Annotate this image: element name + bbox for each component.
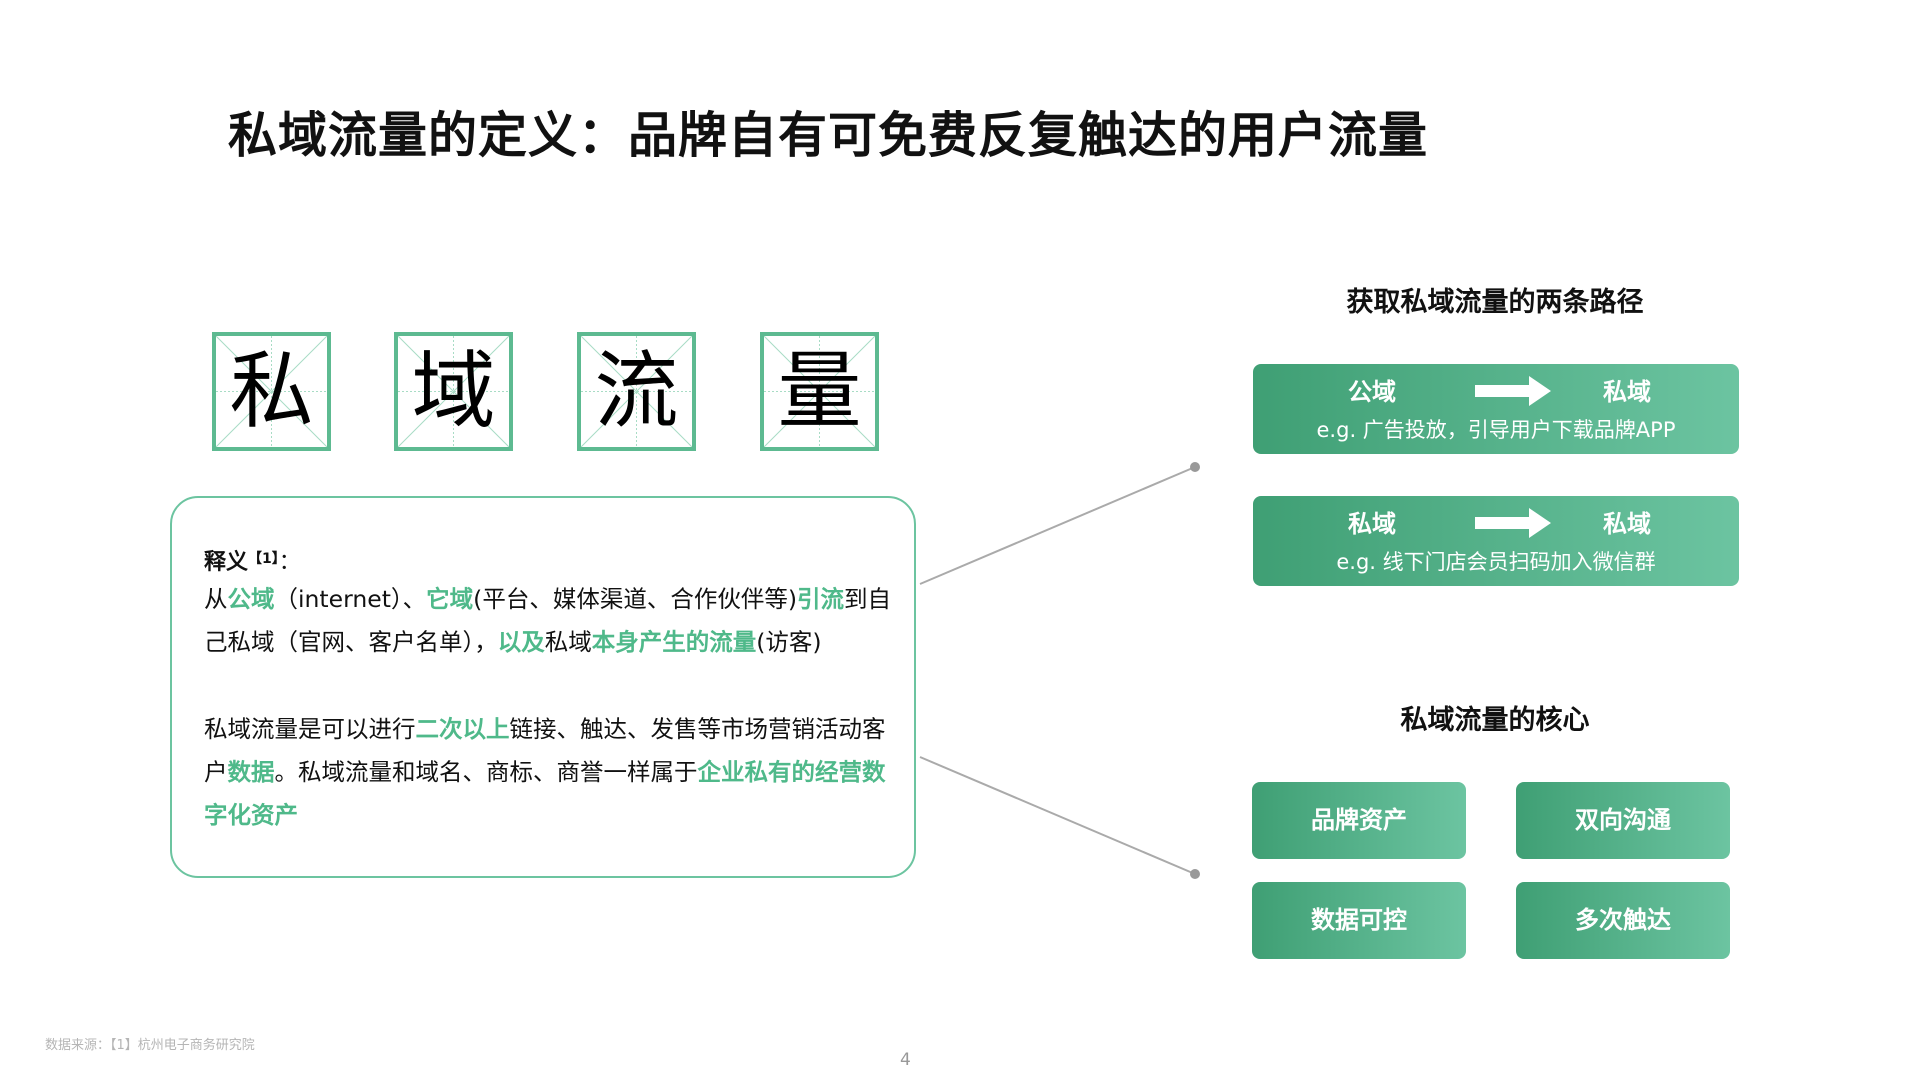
body-text: (平台、媒体渠道、合作伙伴等) xyxy=(473,585,798,613)
page-number: 4 xyxy=(900,1050,911,1070)
body-text: 私域 xyxy=(544,628,592,656)
highlight-text: 公域 xyxy=(227,585,275,613)
highlight-text: 引流 xyxy=(797,585,845,613)
char: 流 xyxy=(594,342,679,440)
reference-mark: 【1】 xyxy=(248,551,279,567)
connector-dot xyxy=(1190,462,1200,472)
arrow-right-icon xyxy=(1475,376,1551,406)
path-to: 私域 xyxy=(1603,510,1651,538)
core-item: 多次触达 xyxy=(1516,882,1730,959)
page-title: 私域流量的定义：品牌自有可免费反复触达的用户流量 xyxy=(228,107,1429,164)
grid-lines-icon xyxy=(764,336,875,447)
path-box: 私域 私域 e.g. 线下门店会员扫码加入微信群 xyxy=(1253,496,1739,586)
definition-label: 释义【1】： xyxy=(204,538,904,584)
highlight-text: 以及 xyxy=(497,628,545,656)
core-item: 数据可控 xyxy=(1252,882,1466,959)
paths-title: 获取私域流量的两条路径 xyxy=(1346,287,1644,318)
body-text: （internet）、 xyxy=(274,585,427,613)
body-text: (访客) xyxy=(756,628,822,656)
footer-source: 数据来源：【1】杭州电子商务研究院 xyxy=(45,1038,255,1053)
highlight-text: 二次以上 xyxy=(415,715,510,743)
label-text: 释义 xyxy=(204,550,249,575)
char-box: 流 xyxy=(577,332,696,451)
highlight-text: 本身产生的流量 xyxy=(591,628,757,656)
body-text: 链接、触达、发售等市场营销活动客户 xyxy=(204,715,886,786)
connector-line-top xyxy=(919,466,1196,585)
connector-line-bottom xyxy=(919,756,1196,875)
core-item: 双向沟通 xyxy=(1516,782,1730,859)
grid-lines-icon xyxy=(216,336,327,447)
highlight-text: 它域 xyxy=(426,585,474,613)
highlight-text: 企业私有的经营数字化资产 xyxy=(204,758,886,829)
body-text: 私域流量是可以进行 xyxy=(204,715,416,743)
path-example: e.g. 线下门店会员扫码加入微信群 xyxy=(1336,550,1656,574)
highlight-text: 数据 xyxy=(227,758,275,786)
grid-lines-icon xyxy=(398,336,509,447)
char: 私 xyxy=(229,342,314,440)
char: 量 xyxy=(777,342,862,440)
path-from: 私域 xyxy=(1348,510,1396,538)
colon: ： xyxy=(278,550,301,575)
path-box: 公域 私域 e.g. 广告投放，引导用户下载品牌APP xyxy=(1253,364,1739,454)
path-example: e.g. 广告投放，引导用户下载品牌APP xyxy=(1316,418,1676,442)
body-text: 到自己私域（官网、客户名单）， xyxy=(204,585,892,656)
char-box: 域 xyxy=(394,332,513,451)
core-title: 私域流量的核心 xyxy=(1400,705,1590,736)
path-from: 公域 xyxy=(1348,378,1396,406)
arrow-right-icon xyxy=(1475,508,1551,538)
char: 域 xyxy=(411,342,496,440)
body-text: 。私域流量和域名、商标、商誉一样属于 xyxy=(274,758,698,786)
definition-box: 释义【1】： 从公域（internet）、它域(平台、媒体渠道、合作伙伴等)引流… xyxy=(170,496,916,878)
body-text: 从 xyxy=(204,585,228,613)
path-to: 私域 xyxy=(1603,378,1651,406)
char-box: 量 xyxy=(760,332,879,451)
char-box: 私 xyxy=(212,332,331,451)
grid-lines-icon xyxy=(581,336,692,447)
core-item: 品牌资产 xyxy=(1252,782,1466,859)
definition-paragraph-1: 从公域（internet）、它域(平台、媒体渠道、合作伙伴等)引流到自己私域（官… xyxy=(204,578,904,664)
definition-paragraph-2: 私域流量是可以进行二次以上链接、触达、发售等市场营销活动客户数据。私域流量和域名… xyxy=(204,708,904,837)
connector-dot xyxy=(1190,869,1200,879)
